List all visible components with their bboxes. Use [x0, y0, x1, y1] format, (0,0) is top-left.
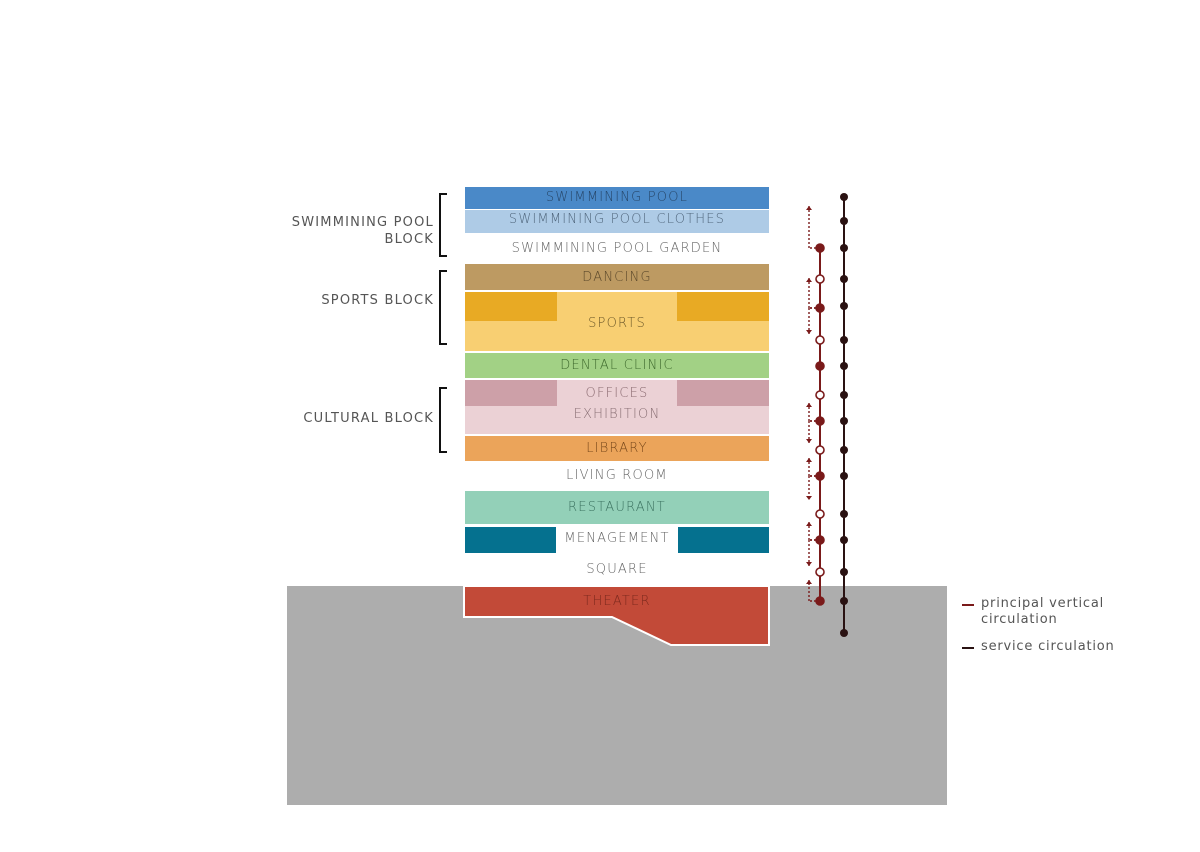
service-stop-dot — [840, 193, 848, 201]
label-living-room: LIVING ROOM — [566, 468, 668, 483]
label-management: MENAGEMENT — [564, 531, 670, 546]
block-label-cultural: CULTURAL BLOCK — [303, 411, 434, 426]
floor-sports-left — [465, 292, 557, 321]
connector-arrow — [806, 206, 812, 210]
principal-stop-open — [815, 567, 825, 577]
bracket-swimming-pool — [439, 193, 447, 257]
label-swimming-pool: SWIMMINING POOL — [545, 190, 689, 205]
bracket-cultural — [439, 387, 447, 453]
connector-arrow — [806, 562, 812, 566]
connector-arrow — [806, 403, 812, 407]
legend-service-swatch — [962, 647, 974, 649]
service-stop-dot — [840, 362, 848, 370]
connector-arrow — [806, 278, 812, 282]
floor-management-right — [678, 527, 769, 553]
service-stop-dot — [840, 568, 848, 576]
label-swimming-pool-garden: SWIMMINING POOL GARDEN — [511, 241, 723, 256]
label-theater: THEATER — [583, 594, 651, 609]
bracket-sports — [439, 270, 447, 345]
service-stop-dot — [840, 472, 848, 480]
label-square: SQUARE — [586, 562, 648, 577]
floor-theater — [463, 585, 770, 646]
service-stop-dot — [840, 275, 848, 283]
connector-arrow — [806, 580, 812, 584]
service-stop-dot — [840, 244, 848, 252]
floor-offices-right — [677, 380, 769, 406]
service-stop-dot — [840, 510, 848, 518]
floor-swimming-pool-clothes — [465, 210, 769, 233]
label-dancing: DANCING — [582, 270, 652, 285]
floor-offices-left — [465, 380, 557, 406]
floor-management-left — [465, 527, 556, 553]
ground-block — [287, 586, 947, 805]
floor-swimming-pool — [465, 187, 769, 209]
connector-arrow — [806, 458, 812, 462]
label-restaurant: RESTAURANT — [568, 500, 666, 515]
label-sports: SPORTS — [588, 316, 646, 331]
service-stop-dot — [840, 597, 848, 605]
floor-dancing — [465, 264, 769, 290]
label-dental-clinic: DENTAL CLINIC — [560, 358, 674, 373]
connector-arrow — [806, 439, 812, 443]
service-stop-dot — [840, 302, 848, 310]
label-library: LIBRARY — [586, 441, 648, 456]
service-stop-dot — [840, 391, 848, 399]
label-exhibition: EXHIBITION — [573, 407, 661, 422]
block-label-swimming-pool: SWIMMINING POOL BLOCK — [291, 215, 434, 247]
floor-dental-clinic — [465, 353, 769, 378]
connector-arrow — [806, 496, 812, 500]
service-stop-dot — [840, 536, 848, 544]
floor-restaurant — [465, 491, 769, 524]
connector-arrow — [806, 330, 812, 334]
block-label-sports: SPORTS BLOCK — [321, 293, 434, 308]
floor-sports-right — [677, 292, 769, 321]
connector-arrow — [806, 522, 812, 526]
service-stop-dot — [840, 417, 848, 425]
label-swimming-pool-clothes: SWIMMINING POOL CLOTHES — [508, 212, 726, 227]
service-stop-dot — [840, 629, 848, 637]
principal-stop-open — [815, 445, 825, 455]
principal-stop-open — [815, 509, 825, 519]
principal-stop-open — [815, 390, 825, 400]
principal-stop-filled — [815, 361, 825, 371]
legend-principal-swatch — [962, 604, 974, 606]
principal-stop-open — [815, 335, 825, 345]
legend-principal-label: principal vertical circulation — [981, 596, 1105, 627]
label-offices: OFFICES — [585, 386, 649, 401]
legend-service-label: service circulation — [981, 639, 1115, 654]
service-stop-dot — [840, 217, 848, 225]
service-stop-dot — [840, 446, 848, 454]
principal-stop-open — [815, 274, 825, 284]
floor-library — [465, 436, 769, 461]
service-stop-dot — [840, 336, 848, 344]
